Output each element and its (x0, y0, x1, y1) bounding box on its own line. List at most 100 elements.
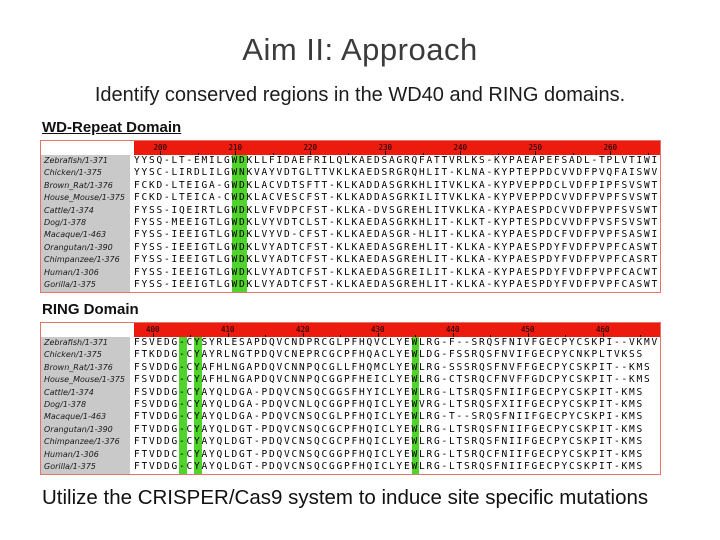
ruler-minor-tick (415, 335, 417, 337)
ruler-minor-tick (340, 335, 342, 337)
sequence-row: FYSS-IEEIGTLGWDKLVYADTCFST-KLKAEDASGREHL… (134, 278, 659, 290)
conserved-column-highlight (411, 337, 419, 474)
ruler-minor-tick (490, 335, 492, 337)
ruler-number: 460 (595, 325, 610, 334)
species-label: Gorilla/1-375 (44, 461, 96, 471)
species-label: Human/1-306 (44, 267, 99, 277)
ruler-tick (610, 151, 612, 155)
sequence-row: YYSC-LIRDLILGWNKVAYVDTGLTTVKLKAEDSRGRQHL… (134, 167, 659, 179)
sequence-row: FCKD-LTEIGA-GWDKLACVDTSFTT-KLKADDASGRKHL… (134, 179, 659, 191)
species-label: Gorilla/1-375 (44, 279, 96, 289)
sequence-row: FYSS-IEEIGTLGWDKLVYVD-CFST-KLKAEDASGR-HL… (134, 229, 659, 241)
sequence-row: FTKDDG-CYAYRLNGTPDQVCNEPRCGCPFHQACLYEWLD… (134, 349, 644, 361)
sequence-rows: FSVEDG-CYSYRLESAPDQVCNDPRCGLPFHQVCLYEWLR… (134, 337, 660, 474)
species-label: Dog/1-378 (44, 217, 87, 227)
ruler-number: 260 (603, 143, 618, 152)
ruler-minor-tick (640, 335, 642, 337)
ruler-number: 430 (370, 325, 385, 334)
ruler-number: 420 (295, 325, 310, 334)
ruler-tick (310, 151, 312, 155)
sequence-row: FSVEDG-CYSYRLESAPDQVCNDPRCGLPFHQVCLYEWLR… (134, 337, 659, 348)
species-label: Chimpanzee/1-376 (44, 255, 120, 265)
ruler-number: 200 (153, 143, 168, 152)
sequence-row: FSVDDC-CYAFHLNGAPDQVCNNPQCGGPFHEICLYEWLR… (134, 374, 652, 386)
species-label: Human/1-306 (44, 449, 99, 459)
ruler-tick (535, 151, 537, 155)
sequence-row: FYSS-MEEIGTLGWDKLVYVDTCLST-KLKAEDASGRKHL… (134, 216, 659, 228)
ruler-minor-tick (497, 153, 499, 155)
species-label: Cattle/1-374 (44, 205, 94, 215)
conserved-column-highlight (194, 337, 202, 474)
ruler-tick (602, 333, 604, 337)
ruler-number: 400 (145, 325, 160, 334)
ruler-minor-tick (572, 153, 574, 155)
species-label: Chicken/1-375 (44, 350, 102, 360)
ruler-tick (152, 333, 154, 337)
species-label: Orangutan/1-390 (44, 424, 113, 434)
species-label: Orangutan/1-390 (44, 242, 113, 252)
ruler-tick (452, 333, 454, 337)
species-label: Zebrafish/1-371 (44, 338, 109, 347)
ruler-minor-tick (422, 153, 424, 155)
species-label: Dog/1-378 (44, 399, 87, 409)
sequence-rows: YYSQ-LT-EMILGWDKLLFIDAEFRILQLKAEDSAGRQFA… (134, 155, 660, 292)
sequence-row: FYSS-IEEIGTLGWDKLVYADTCFST-KLKAEDASGREHL… (134, 241, 659, 253)
conserved-column-highlight (231, 155, 247, 292)
sequence-row: FTVDDG-CYAYQLDGT-PDQVCNSQCGCPFHQICLYEWLR… (134, 423, 644, 435)
species-label: Chimpanzee/1-376 (44, 437, 120, 447)
ruler-number: 230 (378, 143, 393, 152)
sequence-row: FYSS-IEEIGTLGWDKLVYADTCFST-KLKAEDASGREHL… (134, 254, 659, 266)
species-label: Brown_Rat/1-376 (44, 362, 113, 372)
ruler-tick (460, 151, 462, 155)
page-title: Aim II: Approach (242, 32, 478, 67)
sequence-row: FYSS-IQEIRTLGWDKLVFVDPCFST-KLKA-DVSGREHL… (134, 204, 659, 216)
sequence-row: YYSQ-LT-EMILGWDKLLFIDAEFRILQLKAEDSAGRQFA… (134, 155, 659, 166)
sequence-row: FTVDDG-CYAYQLDGA-PDQVCNSQCGLPFHQICLYEWLR… (134, 411, 644, 423)
ruler-tick (302, 333, 304, 337)
ruler-minor-tick (272, 153, 274, 155)
ruler-number: 250 (528, 143, 543, 152)
ruler-minor-tick (647, 153, 649, 155)
sequence-row: FSVDDG-CYAYQLDGA-PDQVCNLQCGGPFHQICLYEWVR… (134, 398, 644, 410)
ruler-tick (235, 151, 237, 155)
species-label: House_Mouse/1-375 (44, 375, 125, 385)
sequence-row: FTVDDG-CYAYQLDGT-PDQVCNSQCGGPFHQICLYEWLR… (134, 460, 644, 472)
ruler-tick (160, 151, 162, 155)
ruler-tick (227, 333, 229, 337)
sequence-row: FSVDDG-CYAFHLNGAPDQVCNNPQCGLLFHQMCLYEWLR… (134, 361, 652, 373)
ruler-minor-tick (347, 153, 349, 155)
species-label: Cattle/1-374 (44, 387, 94, 397)
sequence-row: FSVDDG-CYAYQLDGA-PDQVCNSQCGGSFHYICLYEWLR… (134, 386, 644, 398)
section-label-wd-repeat: WD-Repeat Domain (42, 119, 182, 136)
section-label-ring: RING Domain (42, 301, 139, 318)
sequence-row: FTVDDC-CYAYQLDGT-PDQVCNSQCGGPFHQICLYEWLR… (134, 448, 644, 460)
species-label: Macaque/1-463 (44, 412, 107, 422)
species-label: Chicken/1-375 (44, 168, 102, 178)
ruler-number: 450 (520, 325, 535, 334)
ruler-tick (377, 333, 379, 337)
species-label: Zebrafish/1-371 (44, 156, 109, 165)
sequence-row: FCKD-LTEICA-CWDKLACVESCFST-KLKADDASGRKIL… (134, 192, 659, 204)
ruler-minor-tick (265, 335, 267, 337)
ruler-tick (527, 333, 529, 337)
sequence-row: FYSS-IEEIGTLGWDKLVYADTCFST-KLKAEDASGREIL… (134, 266, 659, 278)
subtitle: Identify conserved regions in the WD40 a… (94, 84, 626, 106)
ruler-minor-tick (190, 335, 192, 337)
ruler-minor-tick (197, 153, 199, 155)
ruler-minor-tick (565, 335, 567, 337)
species-label: Macaque/1-463 (44, 230, 107, 240)
ruler-number: 220 (303, 143, 318, 152)
ruler-number: 240 (453, 143, 468, 152)
species-label: House_Mouse/1-375 (44, 193, 125, 203)
